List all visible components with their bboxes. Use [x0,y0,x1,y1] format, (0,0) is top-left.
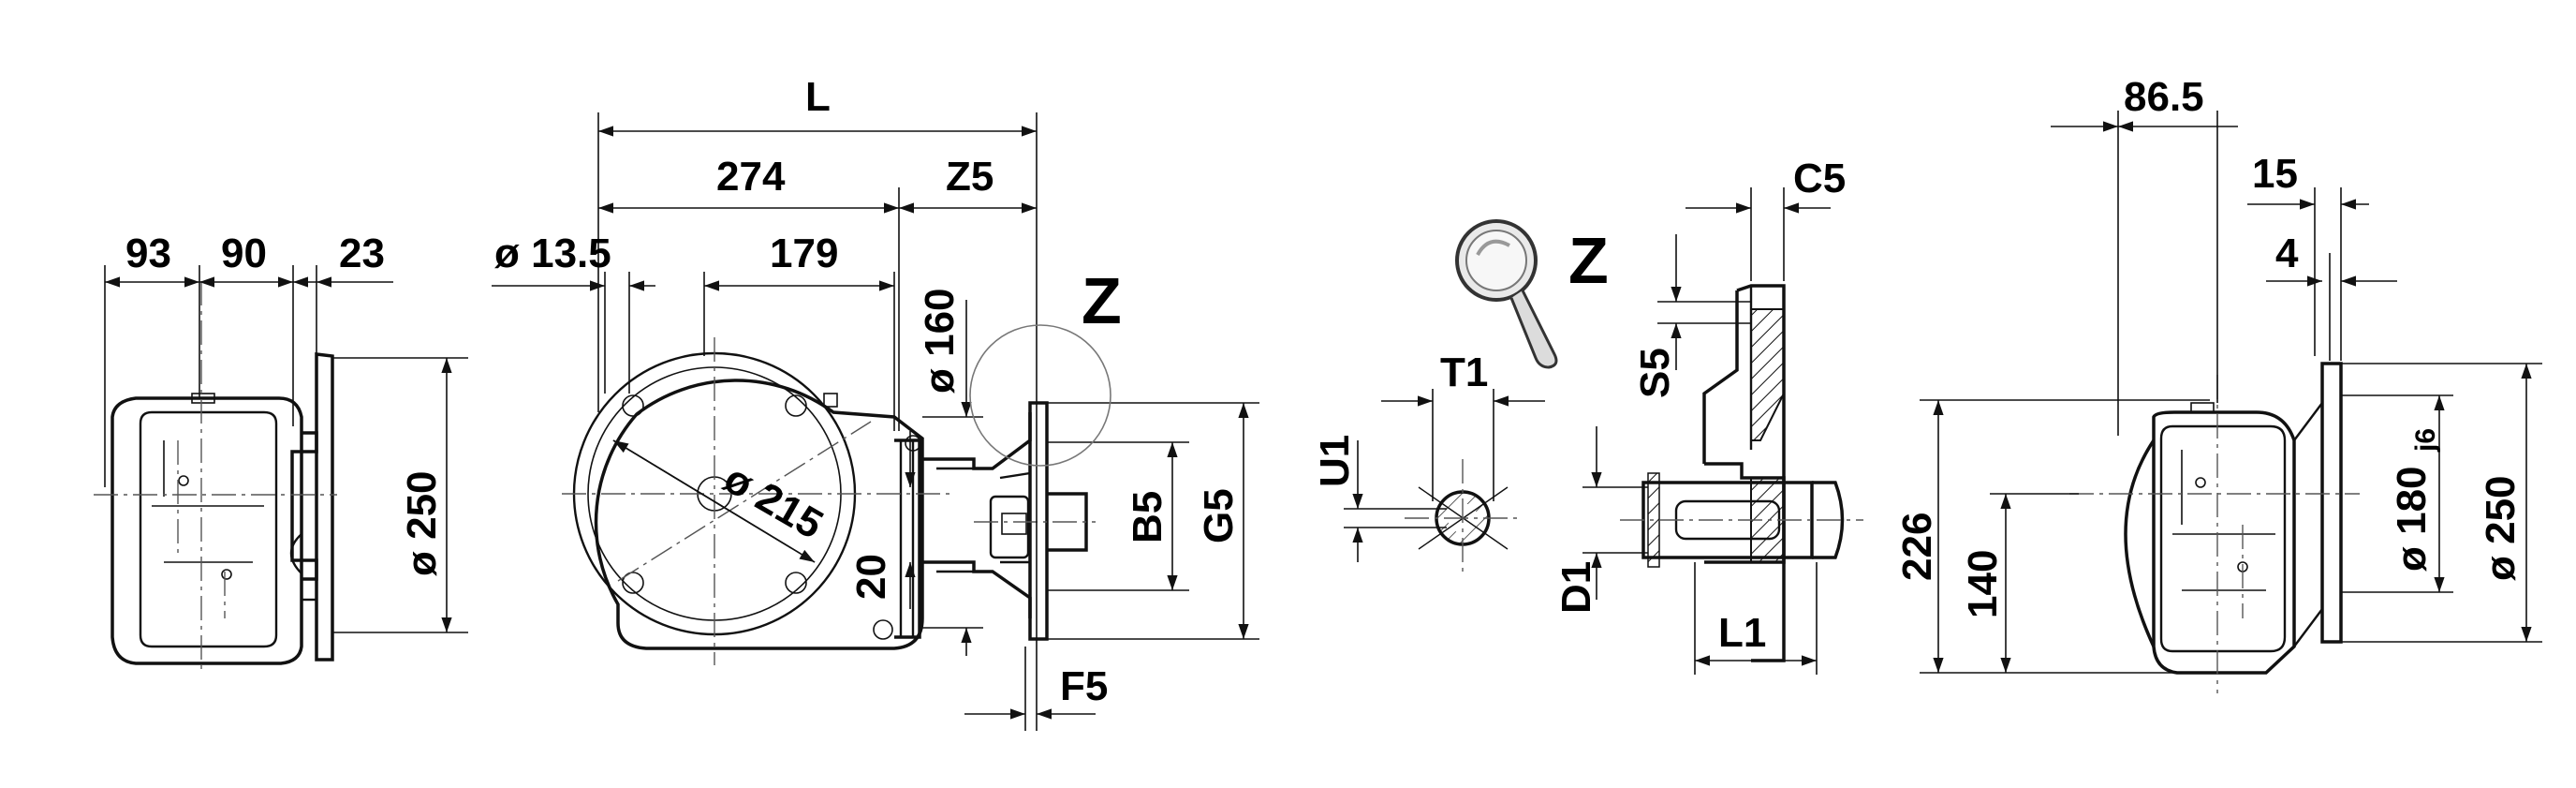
dim-20-label: 20 [848,554,894,600]
dim-180-tolerance: j6 [2410,428,2441,453]
dim-D1-label: D1 [1553,561,1599,614]
dim-215-label: ø 215 [716,455,831,548]
dim-T1-label: T1 [1440,349,1488,395]
dim-90-label: 90 [221,230,267,276]
dim-U1-label: U1 [1312,435,1358,487]
dim-226-label: 226 [1894,513,1940,581]
dim-140-label: 140 [1960,550,2006,618]
dim-Z5-label: Z5 [946,154,994,200]
dim-L-label: L [805,74,831,120]
dim-250-label: ø 250 [399,470,445,576]
dim-C5-label: C5 [1793,156,1846,201]
dim-L1-label: L1 [1718,610,1766,656]
magnifier-icon [1455,219,1558,369]
dim-15-label: 15 [2252,151,2298,197]
detail-title: Z [1568,224,1609,297]
dim-160-label: ø 160 [917,288,963,394]
dim-B5-label: B5 [1125,491,1170,543]
dim-274-label: 274 [716,154,786,200]
detail-z-marker: Z [1082,264,1122,337]
view-right-side: 86.5 15 4 226 140 ø 180 j6 ø 250 [1894,74,2542,693]
dim-93-label: 93 [125,230,171,276]
dim-4-label: 4 [2275,230,2299,276]
view-left-side: 93 90 23 ø 250 [94,230,468,675]
dim-S5-label: S5 [1632,348,1678,398]
view-detail-z: Z T1 U1 [1312,156,1863,675]
dim-13-5-label: ø 13.5 [494,230,611,276]
dim-180-label: ø 180 [2389,466,2435,572]
dim-179-label: 179 [770,230,838,276]
dim-G5-label: G5 [1196,488,1242,543]
view-front: L 274 Z5 ø 13.5 179 ø 160 ø 215 20 B5 [492,74,1259,731]
dim-23-label: 23 [339,230,385,276]
detail-z-circle [969,324,1111,467]
dim-86-5-label: 86.5 [2124,74,2204,120]
dim-250-label-right: ø 250 [2478,475,2524,581]
dim-F5-label: F5 [1060,663,1108,709]
